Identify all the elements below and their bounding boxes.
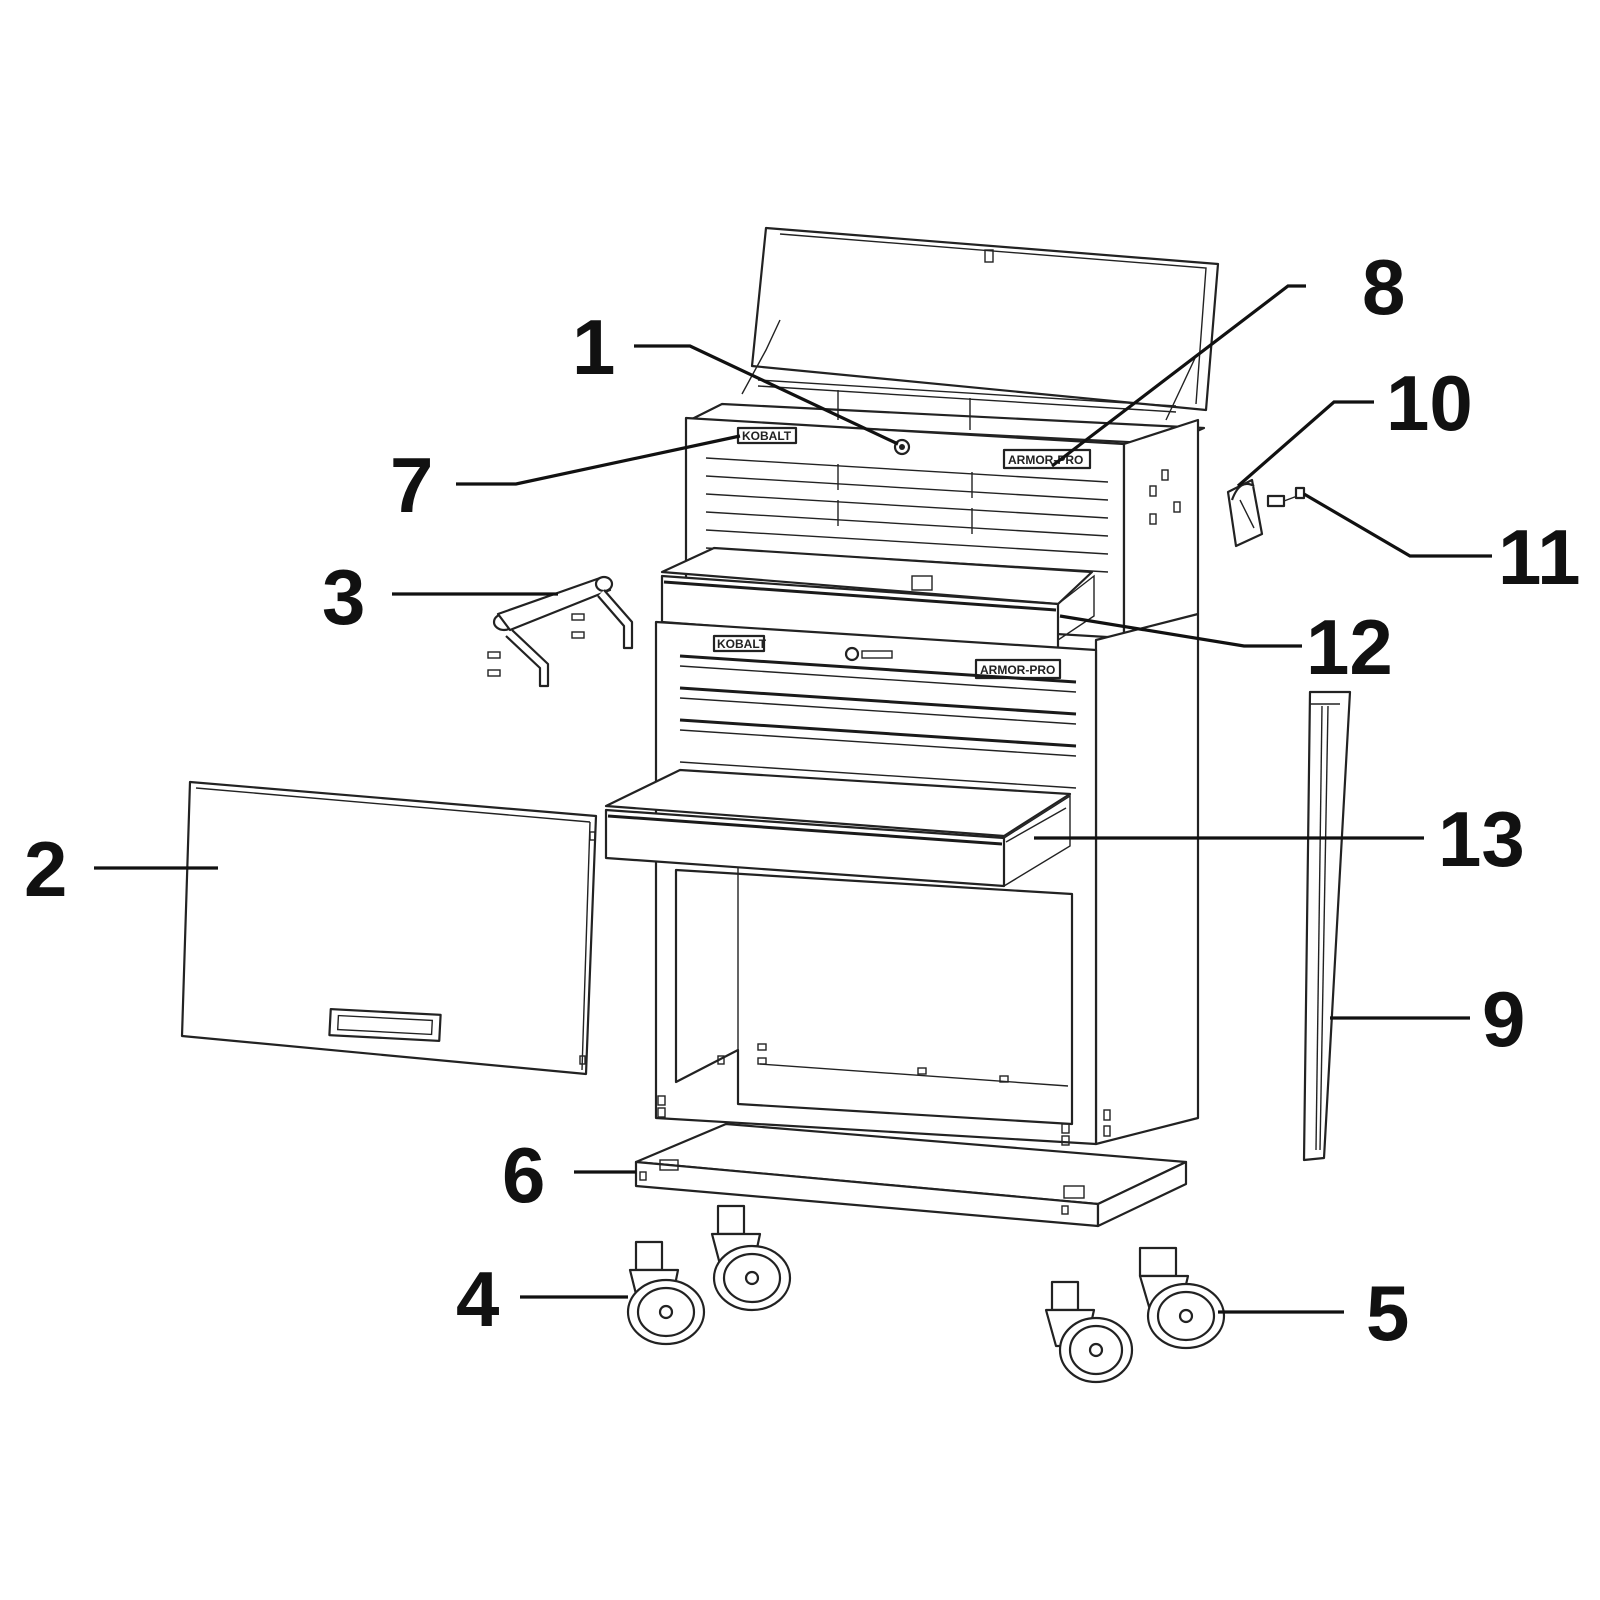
clip-screw bbox=[1266, 486, 1306, 508]
caster-front-left bbox=[626, 1240, 706, 1346]
callout-7: 7 bbox=[390, 441, 433, 529]
callout-12: 12 bbox=[1306, 603, 1393, 691]
callout-1: 1 bbox=[572, 303, 615, 391]
leader-lines bbox=[94, 284, 1492, 1314]
brand-badge-top-text: KOBALT bbox=[742, 429, 792, 443]
callout-4: 4 bbox=[456, 1255, 499, 1343]
callout-3: 3 bbox=[322, 553, 365, 641]
panel-handle bbox=[328, 1008, 442, 1042]
callout-11: 11 bbox=[1498, 513, 1580, 601]
callout-labels: 1 2 3 4 5 6 7 8 9 10 11 12 13 bbox=[24, 243, 1580, 1357]
cabinet-lock-icon bbox=[844, 646, 860, 662]
caster-front-right bbox=[1044, 1280, 1134, 1384]
leader-12 bbox=[1059, 614, 1302, 648]
model-badge-top: ARMOR-PRO bbox=[1002, 448, 1092, 470]
trim-strip bbox=[1302, 690, 1352, 1162]
callout-2: 2 bbox=[24, 825, 67, 913]
callout-10: 10 bbox=[1386, 359, 1473, 447]
top-chest-side bbox=[1122, 418, 1200, 640]
caster-rear-left bbox=[710, 1204, 792, 1312]
brand-badge-bottom: KOBALT bbox=[712, 634, 767, 653]
side-door-panel bbox=[180, 780, 598, 1076]
callout-8: 8 bbox=[1362, 243, 1405, 331]
top-chest: KOBALT ARMOR-PRO bbox=[660, 226, 1220, 654]
brand-badge-bottom-text: KOBALT bbox=[717, 637, 767, 651]
chest-lid bbox=[750, 226, 1220, 412]
leader-7 bbox=[456, 434, 741, 486]
cabinet-side bbox=[1094, 612, 1200, 1146]
leader-1 bbox=[634, 344, 899, 446]
base-tray bbox=[634, 1122, 1188, 1228]
cabinet-drawer bbox=[604, 768, 1072, 888]
callout-5: 5 bbox=[1366, 1269, 1409, 1357]
rolling-cabinet: KOBALT ARMOR-PRO bbox=[604, 612, 1200, 1146]
caster-rear-right bbox=[1138, 1246, 1226, 1350]
lid-strut-left bbox=[741, 319, 781, 395]
callout-9: 9 bbox=[1482, 975, 1525, 1063]
leader-8 bbox=[1051, 284, 1306, 468]
brand-badge-top: KOBALT bbox=[736, 426, 798, 445]
lid-clip bbox=[1226, 478, 1264, 548]
side-handle bbox=[487, 575, 634, 688]
callout-6: 6 bbox=[502, 1131, 545, 1219]
callout-13: 13 bbox=[1438, 795, 1525, 883]
leader-10 bbox=[1236, 400, 1374, 488]
lid-strut-right bbox=[1165, 355, 1197, 421]
model-badge-bottom-text: ARMOR-PRO bbox=[980, 663, 1055, 677]
model-badge-top-text: ARMOR-PRO bbox=[1008, 453, 1083, 467]
leader-11 bbox=[1303, 492, 1492, 558]
